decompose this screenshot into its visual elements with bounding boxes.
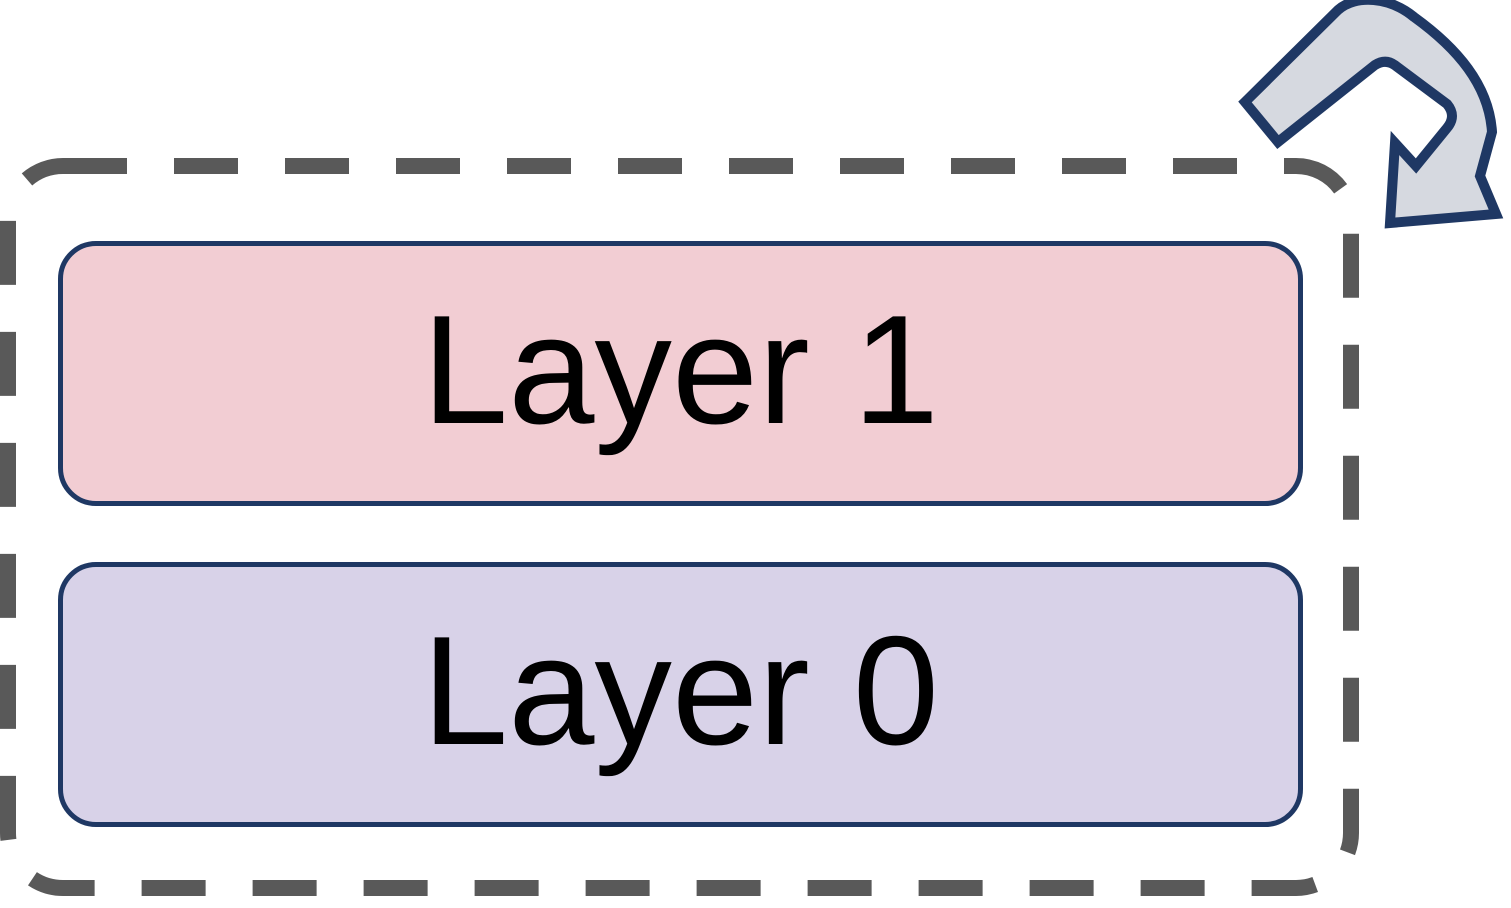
- layer-1-label: Layer 1: [422, 283, 939, 456]
- layer-0-label: Layer 0: [422, 604, 939, 777]
- layer-0-box: Layer 0: [58, 562, 1303, 827]
- recurrence-loop-arrow-icon: [1238, 0, 1504, 229]
- layer-1-box: Layer 1: [58, 241, 1303, 506]
